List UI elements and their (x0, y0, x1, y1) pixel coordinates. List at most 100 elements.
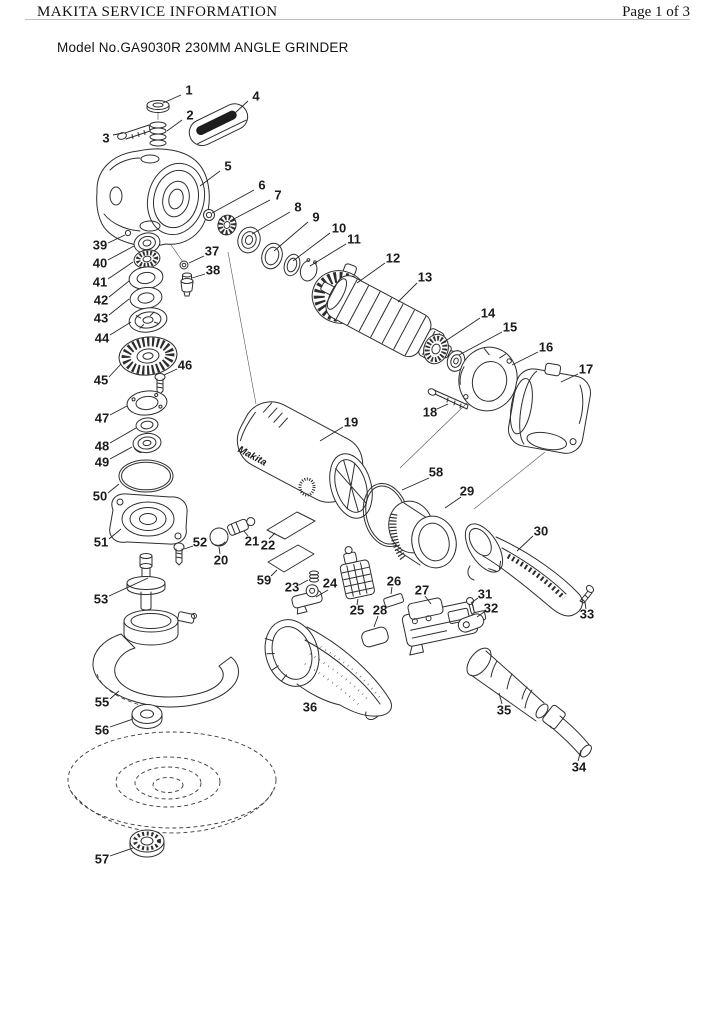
callout-43: 43 (94, 310, 108, 325)
callout-leader-6 (211, 189, 255, 214)
assembly-axis-lines (156, 112, 546, 510)
part-55-wheel-guard (92, 609, 239, 709)
part-30-handle-bracket (464, 523, 583, 617)
callout-41: 41 (93, 274, 107, 289)
callout-30: 30 (534, 523, 548, 538)
callout-52: 52 (193, 534, 207, 549)
callout-leader-14 (440, 317, 481, 345)
part-29-clamp-ring (388, 500, 457, 569)
callout-1: 1 (185, 82, 192, 97)
document-header-title: MAKITA SERVICE INFORMATION (37, 4, 278, 20)
part-36-rear-handle (264, 619, 392, 720)
page-number-label: Page 1 of 3 (622, 4, 690, 20)
callout-leader-21 (243, 530, 249, 537)
part-37-o-ring (179, 260, 189, 270)
callout-leader-38 (191, 273, 206, 279)
part-19-motor-housing: Makita (236, 401, 373, 519)
callout-46: 46 (178, 357, 192, 372)
callout-4: 4 (252, 88, 260, 103)
callout-7: 7 (274, 187, 281, 202)
part-50-o-ring (118, 459, 174, 493)
callout-45: 45 (94, 372, 108, 387)
callout-leader-58 (401, 477, 430, 491)
callout-leader-12 (356, 262, 386, 284)
part-14-fan (423, 333, 449, 365)
part-17-field-stator (507, 362, 592, 454)
callout-17: 17 (579, 361, 593, 376)
part-21-shaft-lock (227, 517, 256, 536)
part-56-inner-flange (131, 704, 163, 729)
callout-leader-24 (315, 589, 329, 598)
callout-leader-47 (109, 405, 128, 416)
callout-8: 8 (294, 199, 301, 214)
part-23-spring (309, 570, 319, 583)
callout-44: 44 (95, 330, 110, 345)
callout-18: 18 (423, 404, 437, 419)
callout-19: 19 (344, 414, 358, 429)
part-32-plate (457, 613, 485, 633)
callout-leader-11 (309, 243, 347, 267)
part-59-label (267, 544, 315, 573)
callout-leader-1 (162, 94, 182, 104)
callout-leader-51 (108, 528, 122, 540)
part-10-washer (283, 253, 301, 277)
part-38-pin (180, 272, 194, 297)
callout-13: 13 (418, 269, 432, 284)
part-39-pin (124, 229, 132, 237)
callout-47: 47 (95, 410, 109, 425)
callout-53: 53 (94, 591, 108, 606)
callout-56: 56 (95, 722, 109, 737)
callout-48: 48 (95, 438, 109, 453)
callout-leader-59 (270, 569, 278, 577)
callout-leader-45 (108, 363, 122, 378)
part-34-power-cord (542, 704, 592, 758)
callout-leader-55 (109, 690, 120, 700)
callout-leader-40 (107, 245, 135, 261)
callout-23: 23 (285, 579, 299, 594)
part-43-washer (129, 286, 163, 310)
callout-leader-49 (109, 446, 133, 460)
part-57-lock-nut (129, 829, 165, 858)
part-46-screw (154, 373, 166, 395)
callout-50: 50 (93, 488, 107, 503)
callout-leader-44 (109, 321, 132, 336)
part-7-pinion-gear (217, 214, 237, 236)
callout-55: 55 (95, 694, 109, 709)
part-3-screw (117, 124, 151, 140)
callout-leader-26 (390, 586, 393, 595)
callout-6: 6 (258, 177, 265, 192)
callout-11: 11 (347, 231, 361, 246)
part-6-nut (203, 209, 215, 221)
callout-36: 36 (303, 699, 317, 714)
callout-25: 25 (350, 602, 364, 617)
part-28-block (361, 626, 389, 648)
part-5-gear-housing (96, 148, 210, 247)
callout-leader-19 (319, 426, 344, 442)
part-40-bearing (133, 232, 161, 254)
part-2-spring (149, 121, 167, 147)
part-48-ring (135, 417, 159, 433)
callout-leader-25 (356, 598, 359, 606)
part-35-cord-guard (466, 647, 549, 722)
callout-leader-28 (373, 615, 379, 628)
part-8-bearing (237, 226, 261, 254)
callout-9: 9 (312, 209, 319, 224)
part-45-spiral-bevel-gear (118, 336, 178, 376)
callout-leader-56 (109, 718, 134, 728)
callout-leader-8 (251, 211, 291, 235)
callout-leader-4 (234, 100, 249, 114)
part-9-ring (261, 242, 283, 270)
callout-29: 29 (460, 483, 474, 498)
callout-26: 26 (387, 573, 401, 588)
callout-leader-20 (218, 546, 221, 555)
part-1-cap (146, 100, 170, 113)
callout-16: 16 (539, 339, 553, 354)
header-divider (25, 19, 690, 20)
callout-24: 24 (323, 575, 338, 590)
callout-22: 22 (261, 537, 275, 552)
callout-leader-41 (107, 261, 134, 280)
callout-leader-18 (436, 403, 449, 410)
callout-leader-50 (107, 483, 120, 494)
callout-37: 37 (205, 243, 219, 258)
